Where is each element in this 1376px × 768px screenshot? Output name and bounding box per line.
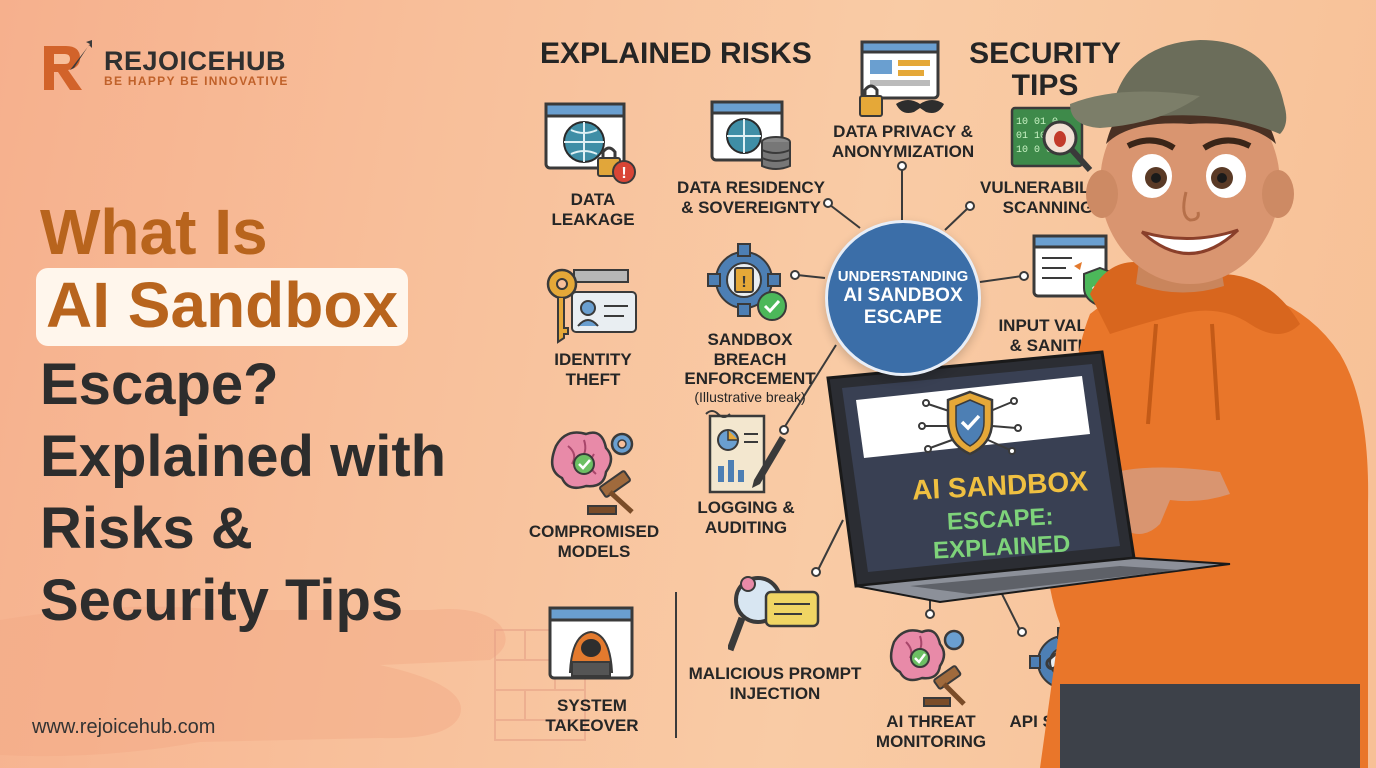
ai-threat-label: AI THREAT MONITORING <box>870 712 992 751</box>
title-line-5: Risks & <box>40 496 253 561</box>
risk-compromised-models-line-1: COMPROMISED <box>528 522 660 541</box>
brain-gear-gavel-icon <box>550 431 634 515</box>
data-privacy-line-1: DATA PRIVACY & <box>833 122 973 141</box>
title-highlight-box: AI Sandbox <box>36 268 409 346</box>
security-tips-line-2: TIPS <box>1011 68 1079 102</box>
security-tips-heading: SECURITY TIPS <box>960 38 1130 101</box>
magnifier-chat-icon <box>728 576 820 652</box>
sandbox-breach-label: SANDBOX BREACH ENFORCEMENT (Illustrative… <box>670 330 830 405</box>
globe-lock-window-icon: ! <box>544 102 636 184</box>
understanding-hub-circle: UNDERSTANDING AI SANDBOX ESCAPE <box>825 220 981 376</box>
svg-text:!: ! <box>621 165 626 182</box>
risk-identity-theft: IDENTITY THEFT <box>540 350 646 389</box>
data-residency-line-1: DATA RESIDENCY <box>677 178 825 197</box>
malicious-prompt-line-2: INJECTION <box>729 683 821 703</box>
brand-tagline: BE HAPPY BE INNOVATIVE <box>104 74 289 88</box>
data-privacy-label: DATA PRIVACY & ANONYMIZATION <box>820 122 986 161</box>
risk-data-leakage-line-1: DATA <box>570 190 616 209</box>
explained-risks-heading: EXPLAINED RISKS <box>540 37 812 70</box>
title-line-3: Escape? <box>40 352 279 417</box>
website-link[interactable]: www.rejoicehub.com <box>32 716 216 738</box>
title-line-4: Explained with <box>40 424 447 489</box>
hub-line-2: AI SANDBOX <box>843 284 963 306</box>
gear-alert-check-icon: ! <box>707 243 787 321</box>
malicious-prompt-label: MALICIOUS PROMPT INJECTION <box>680 664 870 703</box>
data-privacy-line-2: ANONYMIZATION <box>831 141 975 161</box>
globe-database-icon <box>710 100 791 170</box>
vulnerability-line-2: SCANNING <box>1002 197 1094 217</box>
sandbox-breach-note: (Illustrative break) <box>694 388 806 405</box>
risk-data-leakage: DATA LEAKAGE <box>540 190 646 229</box>
svg-text:!: ! <box>741 274 746 291</box>
logging-label: LOGGING & AUDITING <box>684 498 808 537</box>
shield-circuit-icon <box>918 390 1022 456</box>
svg-text:01 10 1: 01 10 1 <box>1016 131 1058 142</box>
ai-threat-line-2: MONITORING <box>875 731 987 751</box>
risk-system-takeover: SYSTEM TAKEOVER <box>532 696 652 735</box>
rocket-r-logo <box>44 40 92 90</box>
ai-threat-brain-gear-gavel-icon <box>889 629 966 707</box>
malicious-prompt-line-1: MALICIOUS PROMPT <box>688 664 862 683</box>
risk-compromised-models: COMPROMISED MODELS <box>524 522 664 561</box>
hub-line-3: ESCAPE <box>863 306 943 328</box>
sandbox-breach-line-2: ENFORCEMENT <box>684 369 816 389</box>
title-line-1: What Is <box>40 196 268 268</box>
laptop-illustration <box>826 350 1231 604</box>
key-id-card-icon <box>546 268 637 344</box>
document-pen-icon <box>705 410 786 494</box>
dashboard-lock-mask-icon <box>859 40 944 117</box>
svg-text:10 01 0: 10 01 0 <box>1016 117 1058 128</box>
vulnerability-scanning-label: VULNERABILITY SCANNING <box>972 178 1124 217</box>
data-residency-label: DATA RESIDENCY & SOVEREIGNTY <box>672 178 830 217</box>
ai-threat-line-1: AI THREAT <box>886 712 976 731</box>
background-hand-illustration <box>0 606 586 757</box>
character-illustration <box>1040 40 1369 768</box>
logging-line-2: AUDITING <box>704 517 788 537</box>
security-tips-line-1: SECURITY <box>969 37 1121 70</box>
risk-system-takeover-line-2: TAKEOVER <box>545 715 639 735</box>
risk-identity-theft-line-1: IDENTITY <box>554 350 632 369</box>
data-residency-line-2: & SOVEREIGNTY <box>681 197 821 217</box>
title-line-2: AI Sandbox <box>46 269 399 341</box>
sandbox-breach-line-1: SANDBOX BREACH <box>707 330 793 369</box>
hacker-window-icon <box>548 606 634 680</box>
hub-line-1: UNDERSTANDING <box>837 267 969 285</box>
vulnerability-line-1: VULNERABILITY <box>980 178 1116 197</box>
risk-data-leakage-line-2: LEAKAGE <box>551 209 635 229</box>
brand-name: REJOICEHUB <box>104 46 287 76</box>
risk-system-takeover-line-1: SYSTEM <box>557 696 627 715</box>
logging-line-1: LOGGING & <box>697 498 795 517</box>
risk-compromised-models-line-2: MODELS <box>557 541 631 561</box>
svg-text:10 0 01: 10 0 01 <box>1016 145 1058 156</box>
risk-identity-theft-line-2: THEFT <box>565 369 621 389</box>
title-line-6: Security Tips <box>40 568 404 633</box>
binary-bug-magnifier-icon: 10 01 0 01 10 1 10 0 01 <box>1010 106 1093 173</box>
